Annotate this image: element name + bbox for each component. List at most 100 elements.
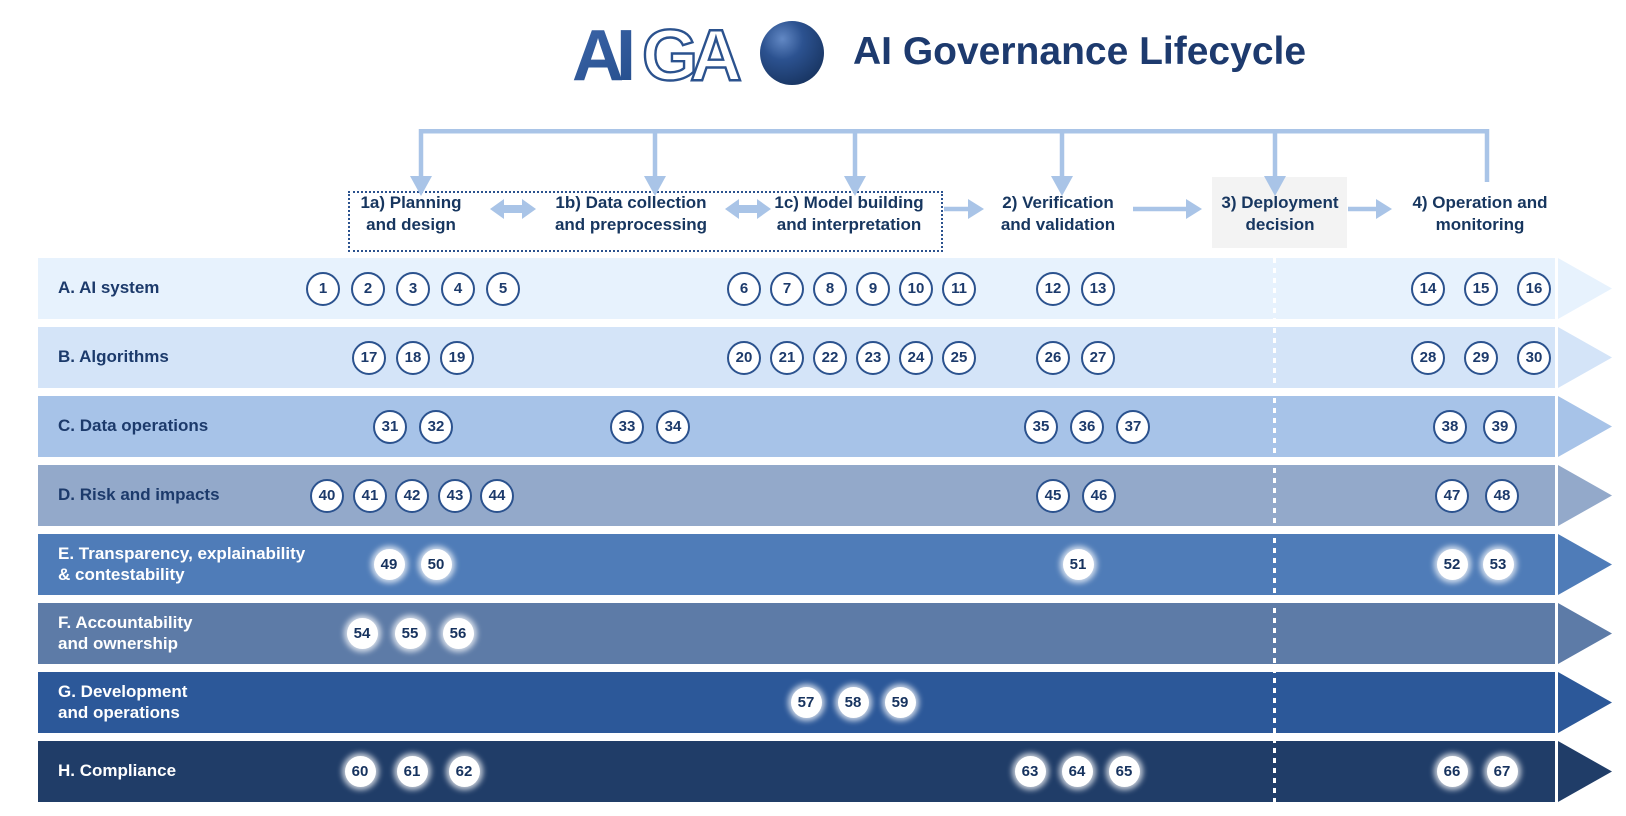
practice-circle-30: 30 <box>1517 340 1551 375</box>
practice-circle-46: 46 <box>1082 478 1116 513</box>
row-band-C <box>38 396 1555 457</box>
practice-circle-1: 1 <box>306 271 340 306</box>
practice-circle-24: 24 <box>899 340 933 375</box>
row-label-line: G. Development <box>58 681 188 701</box>
phase-label-line1: 3) Deployment <box>1221 193 1339 212</box>
practice-circle-67: 67 <box>1486 756 1518 787</box>
practice-circle-48: 48 <box>1485 478 1519 513</box>
practice-circle-22: 22 <box>813 340 847 375</box>
practice-circle-11: 11 <box>942 271 976 306</box>
row-label-line: & contestability <box>58 564 185 584</box>
row-band-F <box>38 603 1555 664</box>
row-label-D: D. Risk and impacts <box>58 484 220 505</box>
row-label-line: and operations <box>58 702 180 722</box>
phase-label-line1: 1b) Data collection <box>555 193 707 212</box>
practice-circle-8: 8 <box>813 271 847 306</box>
practice-circle-57: 57 <box>790 687 822 718</box>
drop-arrow-stem-2 <box>852 129 858 178</box>
row-label-line: E. Transparency, explainability <box>58 543 306 563</box>
practice-circle-3: 3 <box>396 271 430 306</box>
row-band-arrow-tip-G <box>1558 672 1612 733</box>
practice-circle-27: 27 <box>1081 340 1115 375</box>
practice-circle-34: 34 <box>656 409 690 444</box>
practice-circle-54: 54 <box>346 618 378 649</box>
logo-text-ga: GA <box>642 16 742 94</box>
practice-circle-49: 49 <box>373 549 405 580</box>
practice-circle-42: 42 <box>395 478 429 513</box>
practice-circle-50: 50 <box>420 549 452 580</box>
phase-label-2: 2) Verification and validation <box>943 192 1173 236</box>
drop-arrow-stem-3 <box>1059 129 1065 178</box>
practice-circle-38: 38 <box>1433 409 1467 444</box>
row-label-line: A. AI system <box>58 278 160 297</box>
row-label-E: E. Transparency, explainability& contest… <box>58 543 305 585</box>
practice-circle-40: 40 <box>310 478 344 513</box>
practice-circle-2: 2 <box>351 271 385 306</box>
practice-circle-25: 25 <box>942 340 976 375</box>
practice-circle-5: 5 <box>486 271 520 306</box>
practice-circle-16: 16 <box>1517 271 1551 306</box>
practice-circle-58: 58 <box>837 687 869 718</box>
practice-circle-37: 37 <box>1116 409 1150 444</box>
practice-circle-36: 36 <box>1070 409 1104 444</box>
phase-label-4: 4) Operation and monitoring <box>1365 192 1595 236</box>
practice-circle-7: 7 <box>770 271 804 306</box>
drop-arrow-stem-4 <box>1272 129 1278 178</box>
practice-circle-4: 4 <box>441 271 475 306</box>
row-label-line: C. Data operations <box>58 416 209 435</box>
phase-label-line1: 4) Operation and <box>1412 193 1548 212</box>
row-band-H <box>38 741 1555 802</box>
practice-circle-53: 53 <box>1482 549 1514 580</box>
row-band-arrow-tip-C <box>1558 396 1612 457</box>
row-label-line: H. Compliance <box>58 761 177 780</box>
practice-circle-18: 18 <box>396 340 430 375</box>
logo-text-ai: AI <box>572 16 636 94</box>
practice-circle-63: 63 <box>1014 756 1046 787</box>
phase-label-3: 3) Deployment decision <box>1165 192 1395 236</box>
practice-circle-33: 33 <box>610 409 644 444</box>
row-band-arrow-tip-B <box>1558 327 1612 388</box>
phase-label-line1: 2) Verification <box>1002 193 1114 212</box>
practice-circle-62: 62 <box>448 756 480 787</box>
practice-circle-15: 15 <box>1464 271 1498 306</box>
row-label-line: and ownership <box>58 633 178 653</box>
row-band-arrow-tip-H <box>1558 741 1612 802</box>
row-label-line: B. Algorithms <box>58 347 169 366</box>
practice-circle-59: 59 <box>884 687 916 718</box>
row-band-arrow-tip-A <box>1558 258 1612 319</box>
practice-circle-12: 12 <box>1036 271 1070 306</box>
practice-circle-65: 65 <box>1108 756 1140 787</box>
feedback-loop-riser <box>1484 129 1490 182</box>
practice-circle-26: 26 <box>1036 340 1070 375</box>
practice-circle-28: 28 <box>1411 340 1445 375</box>
phase-label-line2: and interpretation <box>776 215 922 234</box>
practice-circle-29: 29 <box>1464 340 1498 375</box>
practice-circle-32: 32 <box>419 409 453 444</box>
phase-label-line2: and design <box>366 215 456 234</box>
phase-label-line2: and validation <box>1000 215 1116 234</box>
practice-circle-52: 52 <box>1436 549 1468 580</box>
row-label-H: H. Compliance <box>58 760 176 781</box>
practice-circle-43: 43 <box>438 478 472 513</box>
practice-circle-13: 13 <box>1081 271 1115 306</box>
phase-label-line2: monitoring <box>1435 215 1525 234</box>
practice-circle-35: 35 <box>1024 409 1058 444</box>
row-band-E <box>38 534 1555 595</box>
row-label-B: B. Algorithms <box>58 346 169 367</box>
row-band-D <box>38 465 1555 526</box>
practice-circle-39: 39 <box>1483 409 1517 444</box>
practice-circle-9: 9 <box>856 271 890 306</box>
logo-sphere-icon <box>760 21 824 85</box>
practice-circle-45: 45 <box>1036 478 1070 513</box>
phase-label-line1: 1c) Model building <box>774 193 924 212</box>
row-band-arrow-tip-F <box>1558 603 1612 664</box>
practice-circle-66: 66 <box>1436 756 1468 787</box>
phase-label-line2: decision <box>1245 215 1315 234</box>
practice-circle-44: 44 <box>480 478 514 513</box>
practice-circle-23: 23 <box>856 340 890 375</box>
row-label-C: C. Data operations <box>58 415 208 436</box>
row-band-arrow-tip-E <box>1558 534 1612 595</box>
